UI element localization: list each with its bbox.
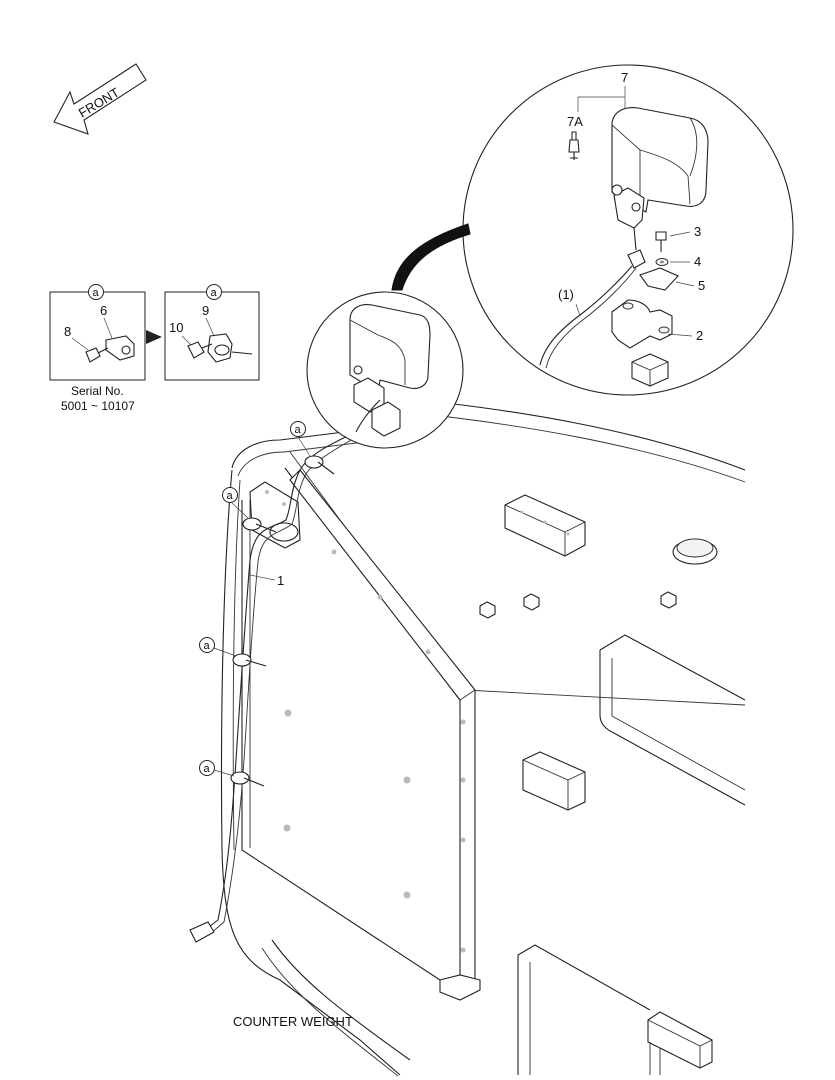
inset-panel-right: a 9 10 — [164, 284, 260, 381]
svg-text:a: a — [295, 424, 302, 436]
front-arrow: FRONT — [53, 63, 147, 135]
clamp-1 — [304, 455, 335, 475]
svg-text:3: 3 — [694, 224, 701, 239]
svg-text:a: a — [93, 287, 100, 299]
diagram-caption: COUNTER WEIGHT — [233, 1014, 353, 1029]
clamp-4 — [230, 771, 265, 787]
lamp-zoom-circle — [306, 291, 464, 449]
svg-text:a: a — [204, 763, 211, 775]
label-bolt: 3 — [669, 224, 701, 239]
inset-arrow — [146, 330, 162, 344]
label-lamp: 7 — [577, 70, 628, 112]
svg-text:1: 1 — [277, 573, 284, 588]
zoom-pointer — [391, 223, 471, 291]
svg-text:Serial No.: Serial No. — [71, 384, 124, 398]
serial-number-note: Serial No. 5001 ~ 10107 — [61, 384, 135, 413]
svg-text:a: a — [204, 640, 211, 652]
svg-text:a: a — [211, 287, 218, 299]
clamp-callout-3: a — [199, 637, 237, 657]
svg-text:5001 ~ 10107: 5001 ~ 10107 — [61, 399, 135, 413]
harness-wire — [189, 429, 365, 943]
mount-block-1 — [504, 494, 586, 557]
label-harness-ref: (1) — [558, 287, 581, 317]
label-bracket: 2 — [667, 328, 703, 343]
clamp-3 — [232, 653, 267, 667]
inset-panel-left: a 6 8 — [49, 284, 146, 381]
counterweight-body — [220, 397, 746, 1077]
clamp-2 — [242, 517, 277, 533]
mount-block-2 — [522, 751, 586, 811]
label-bulb: 7A — [567, 114, 583, 129]
svg-text:8: 8 — [64, 324, 71, 339]
clamp-callout-4: a — [199, 760, 235, 777]
label-washer: 4 — [670, 254, 701, 269]
clamp-callout-2: a — [222, 487, 249, 519]
svg-text:a: a — [227, 490, 234, 502]
svg-text:2: 2 — [696, 328, 703, 343]
label-plate: 5 — [675, 278, 705, 293]
bulb-icon — [568, 131, 580, 160]
svg-text:7: 7 — [621, 70, 628, 85]
detail-circle — [462, 64, 794, 396]
svg-text:7A: 7A — [567, 114, 583, 129]
clamp-callout-1: a — [290, 421, 311, 457]
svg-text:9: 9 — [202, 303, 209, 318]
svg-text:(1): (1) — [558, 287, 574, 302]
svg-text:4: 4 — [694, 254, 701, 269]
svg-text:5: 5 — [698, 278, 705, 293]
harness-label: 1 — [249, 573, 284, 588]
filler-cap — [672, 538, 718, 565]
svg-text:10: 10 — [169, 320, 183, 335]
svg-text:6: 6 — [100, 303, 107, 318]
